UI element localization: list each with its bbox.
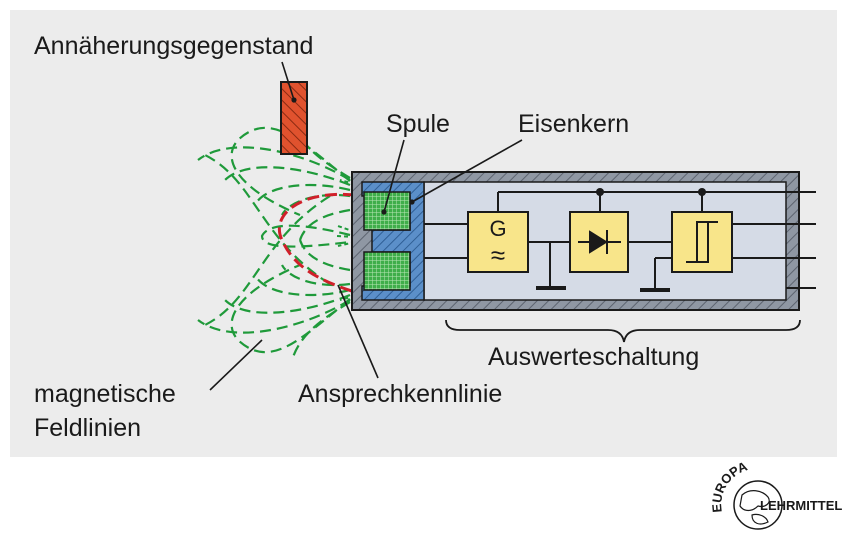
circuit-wires (424, 191, 816, 292)
logo-globe-icon (733, 480, 783, 530)
response-curve (277, 192, 356, 294)
label-target-object: Annäherungsgegenstand (34, 32, 313, 60)
label-field-lines-1: magnetische (34, 380, 176, 408)
schmitt-trigger-icon (686, 221, 718, 263)
circuit-brace (445, 319, 801, 343)
coil-upper (363, 191, 411, 231)
label-coil: Spule (386, 110, 450, 138)
label-field-lines-2: Feldlinien (34, 414, 141, 442)
oscillator-wave-symbol: ≈ (491, 240, 505, 270)
core-pointer-dot (409, 199, 415, 205)
diode-icon (578, 230, 621, 254)
coil-lower (363, 251, 411, 291)
label-evaluation-circuit: Auswerteschaltung (488, 343, 699, 371)
oscillator-letter: G (489, 216, 506, 241)
coil-pointer-dot (381, 209, 387, 215)
oscillator-block (467, 211, 529, 273)
junction-dot (596, 188, 604, 196)
label-iron-core: Eisenkern (518, 110, 629, 138)
target-object (280, 81, 308, 155)
field-lines (197, 119, 351, 361)
europa-lehrmittel-logo: EUROPA LEHRMITTEL (709, 458, 842, 530)
target-pointer-line (281, 61, 295, 101)
label-response-curve: Ansprechkennlinie (298, 380, 502, 408)
leader-lines (209, 139, 523, 391)
junction-dot (698, 188, 706, 196)
logo-name: LEHRMITTEL (760, 498, 842, 513)
